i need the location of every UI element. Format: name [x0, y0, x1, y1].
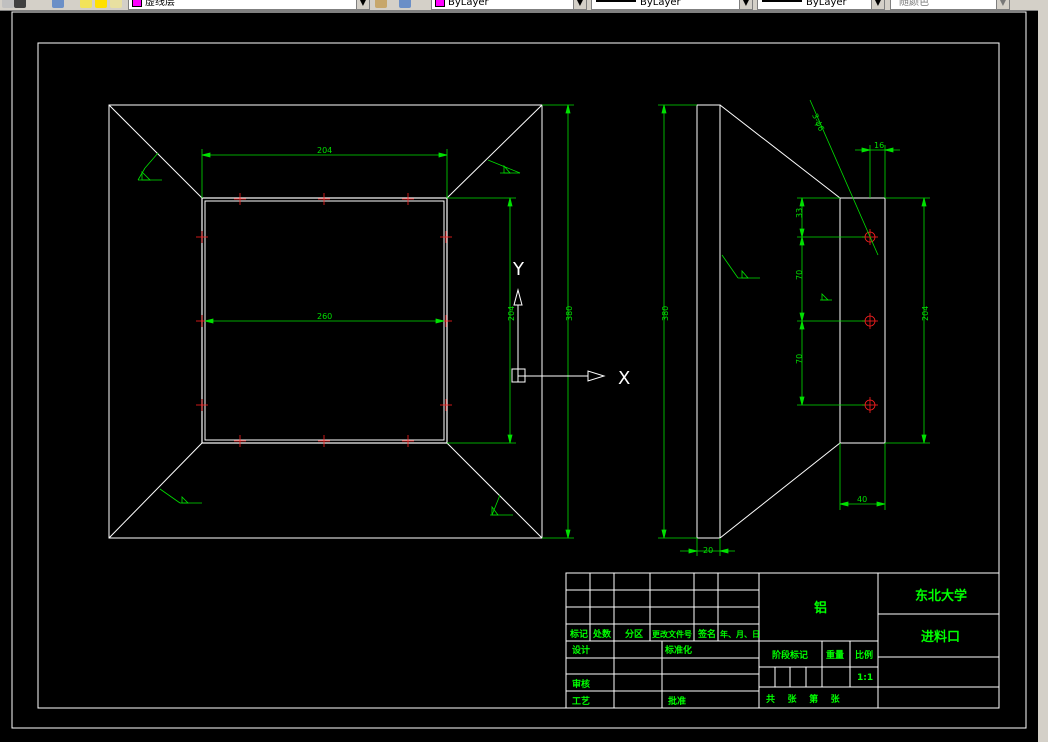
- rev-header-4: 签名: [697, 628, 716, 640]
- linetype-dropdown[interactable]: ByLayer ▼: [591, 0, 753, 10]
- layer-freeze-sun-icon[interactable]: [95, 0, 107, 8]
- plotstyle-dropdown[interactable]: 随颜色 ▼: [890, 0, 1010, 10]
- part-name-text: 进料口: [921, 629, 960, 645]
- front-diag-tl: [108, 104, 203, 199]
- process-label: 工艺: [572, 695, 590, 707]
- dim-text-inner-width: 260: [317, 312, 332, 321]
- material-text: 铝: [814, 600, 827, 616]
- flange-hole-callout: 3-ϕ6: [810, 112, 826, 132]
- standardize-label: 标准化: [664, 644, 692, 656]
- scale-value: 1:1: [857, 673, 873, 683]
- drawing-frame: [37, 42, 1000, 709]
- rev-header-5: 年、月、日: [720, 629, 760, 639]
- rev-header-0: 标记: [569, 628, 588, 640]
- rev-header-3: 更改文件号: [652, 629, 692, 639]
- front-view: 204 260 204 380: [108, 104, 574, 539]
- stage-mark-label: 阶段标记: [772, 649, 808, 661]
- linetype-sample: [596, 0, 636, 2]
- lineweight-sample: [762, 0, 802, 2]
- design-label: 设计: [572, 644, 590, 656]
- scale-label: 比例: [855, 649, 873, 661]
- weld-symbols-front: [137, 152, 521, 516]
- lineweight-dropdown[interactable]: ByLayer ▼: [757, 0, 885, 10]
- paper-border: [11, 11, 1027, 729]
- chevron-down-icon: ▼: [739, 0, 752, 9]
- flange-dim-height: 204: [921, 306, 930, 321]
- flange-view: 16 33 70 70 204 40 3-ϕ6: [795, 99, 930, 510]
- front-inner-rect-offset: [204, 200, 445, 441]
- side-plate: [696, 104, 721, 539]
- linetype-value-text: ByLayer: [640, 0, 681, 8]
- front-dimensions: [201, 104, 574, 539]
- dim-text-top-inner: 204: [317, 146, 332, 155]
- layer-on-bulb-icon[interactable]: [80, 0, 92, 8]
- front-diag-tr: [446, 104, 543, 199]
- flange-dim-seg3: 70: [795, 354, 804, 364]
- layer-lock-icon[interactable]: [110, 0, 122, 8]
- title-block: 铝 东北大学 进料口 标记 处数 分区 更改文件号 签名 年、月、日 设计 标准…: [565, 572, 1000, 709]
- layer-manager-icon[interactable]: [52, 0, 64, 8]
- sheets-text: 共 张 第 张: [766, 693, 841, 705]
- flange-dim-seg2: 70: [795, 270, 804, 280]
- front-diag-br: [446, 442, 543, 539]
- vertical-scrollbar[interactable]: [1038, 10, 1048, 742]
- flange-dim-width: 40: [857, 495, 867, 504]
- chevron-down-icon: ▼: [871, 0, 884, 9]
- rev-header-1: 处数: [592, 628, 612, 640]
- flange-dim-seg1: 33: [795, 208, 804, 218]
- side-dim-thickness: 20: [703, 546, 713, 555]
- color-dropdown[interactable]: ByLayer ▼: [431, 0, 587, 10]
- flange-dim-top: 16: [874, 141, 884, 150]
- chevron-down-icon: ▼: [356, 0, 369, 9]
- ucs-y-label: Y: [512, 259, 525, 280]
- layer-name-text: 虚线层: [145, 0, 175, 8]
- layer-dropdown[interactable]: 虚线层 ▼: [128, 0, 370, 10]
- front-hole-marks: [196, 193, 452, 447]
- make-current-layer-icon[interactable]: [375, 0, 387, 8]
- chevron-down-icon: ▼: [573, 0, 586, 9]
- weight-label: 重量: [826, 649, 844, 661]
- rev-header-2: 分区: [625, 628, 643, 640]
- dim-text-inner-height: 204: [507, 306, 516, 321]
- chevron-down-icon: ▼: [996, 0, 1009, 9]
- properties-toolbar: 虚线层 ▼ ByLayer ▼ ByLayer ▼ ByLayer ▼ 随颜色 …: [0, 0, 1048, 11]
- color-value-text: ByLayer: [448, 0, 489, 8]
- plotstyle-value-text: 随颜色: [899, 0, 929, 8]
- ucs-x-label: X: [618, 368, 630, 389]
- ucs-icon: [511, 288, 606, 383]
- company-text: 东北大学: [915, 588, 967, 604]
- toolbar-window-icon[interactable]: [14, 0, 26, 8]
- color-swatch: [435, 0, 445, 7]
- check-label: 审核: [572, 678, 590, 690]
- dim-text-outer-height: 380: [565, 306, 574, 321]
- lineweight-value-text: ByLayer: [806, 0, 847, 8]
- front-diag-bl: [108, 442, 203, 539]
- side-dim-height: 380: [661, 306, 670, 321]
- side-view: 380 20: [658, 104, 841, 556]
- front-outer-rect: [108, 104, 543, 539]
- approve-label: 批准: [668, 695, 686, 707]
- layer-previous-icon[interactable]: [399, 0, 411, 8]
- layer-color-swatch: [132, 0, 142, 7]
- toolbar-left-icon[interactable]: [2, 0, 14, 8]
- drawing-canvas[interactable]: 204 260 204 380: [0, 10, 1048, 742]
